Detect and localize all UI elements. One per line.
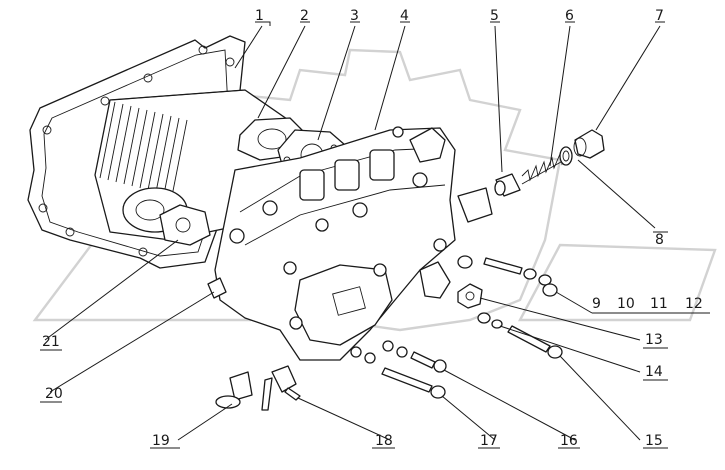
part-21-small-gasket xyxy=(159,204,211,246)
part-16-bolt xyxy=(382,340,447,373)
label-11: 11 xyxy=(650,296,668,312)
part-18-fitting xyxy=(261,365,301,411)
label-8: 8 xyxy=(655,232,664,248)
part-19-pin xyxy=(215,371,253,409)
label-9: 9 xyxy=(592,296,601,312)
label-16: 16 xyxy=(560,433,578,449)
label-10: 10 xyxy=(617,296,635,312)
part-4-housing xyxy=(214,126,456,361)
part-14-washer xyxy=(477,312,503,329)
part-9-12-fastener-set xyxy=(457,255,558,297)
label-5: 5 xyxy=(490,8,499,24)
label-14: 14 xyxy=(645,364,663,380)
label-3: 3 xyxy=(350,8,359,24)
leader-lines xyxy=(44,21,710,441)
label-6: 6 xyxy=(565,8,574,24)
part-17-bolt xyxy=(350,346,446,399)
part-13-nut xyxy=(457,283,483,309)
label-13: 13 xyxy=(645,332,663,348)
label-1: 1 xyxy=(255,8,264,24)
label-15: 15 xyxy=(645,433,663,449)
callout-underlines xyxy=(40,231,668,449)
part-7-plug xyxy=(573,129,605,159)
label-12: 12 xyxy=(685,296,703,312)
label-2: 2 xyxy=(300,8,309,24)
label-18: 18 xyxy=(375,433,393,449)
label-20: 20 xyxy=(45,386,63,402)
label-21: 21 xyxy=(42,334,60,350)
label-4: 4 xyxy=(400,8,409,24)
label-17: 17 xyxy=(480,433,498,449)
part-5-sleeve xyxy=(457,173,521,223)
callout-labels: 1 2 3 4 5 6 7 8 9 10 11 12 13 14 15 16 1… xyxy=(42,8,703,449)
part-8-ring xyxy=(559,146,573,166)
label-7: 7 xyxy=(655,8,664,24)
label-19: 19 xyxy=(152,433,170,449)
